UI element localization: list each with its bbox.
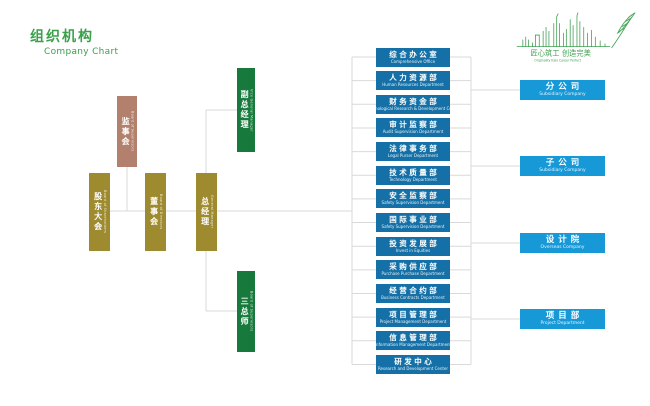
department-label-zh: 综合办公室 bbox=[389, 49, 440, 59]
department-label-zh: 财务资金部 bbox=[389, 96, 440, 106]
department-label-en: Purchase Purchase Department bbox=[381, 271, 445, 277]
org-node-label-zh: 监事会 bbox=[121, 116, 131, 147]
department-label-zh: 安全监察部 bbox=[389, 191, 440, 201]
department-label-zh: 审计监察部 bbox=[389, 120, 440, 130]
org-node-label-zh: 董事会 bbox=[149, 197, 159, 227]
department-label-en: Safety Supervision Department bbox=[381, 224, 445, 229]
department-label-en: Business Contracts Department bbox=[381, 295, 445, 300]
org-node-label-en: Board of Shareholders bbox=[103, 190, 108, 234]
page-title: 组织机构 Company Chart bbox=[30, 26, 118, 57]
org-node-label-en: General Manager bbox=[210, 195, 215, 229]
org-node-label-zh: 股东大会 bbox=[93, 192, 103, 232]
department-label-zh: 技术质量部 bbox=[389, 167, 440, 177]
department-label-en: Legal Purser Department bbox=[387, 153, 439, 159]
department-label-en: Human Resources Department bbox=[382, 82, 444, 88]
org-node-label-en: Board of Directors bbox=[159, 194, 164, 230]
org-node-label-zh: 三总师 bbox=[240, 296, 250, 327]
org-node-label-zh: 总经理 bbox=[200, 197, 210, 227]
department-label-en: Information Management Department bbox=[374, 342, 452, 348]
unit-label-en: Subsidiary Company bbox=[539, 168, 586, 173]
page-title-en: Company Chart bbox=[44, 47, 119, 57]
department-label-en: Comprehensive Office bbox=[390, 58, 436, 64]
org-node-label-en: Board of Supervisors bbox=[130, 111, 135, 152]
department-label-zh: 国际事业部 bbox=[389, 215, 440, 224]
department-label-en: Project Management Department bbox=[379, 318, 447, 324]
department-label-en: Safety Supervision Department bbox=[381, 200, 445, 206]
department-label-zh: 项目管理部 bbox=[389, 309, 440, 319]
department-label-en: Audit Supervision Department bbox=[382, 129, 444, 135]
org-node-label-zh: 副总经理 bbox=[240, 90, 250, 130]
department-label-zh: 采购供应部 bbox=[389, 262, 440, 272]
unit-label-zh: 子公司 bbox=[545, 157, 584, 168]
org-node-label-en: Vice General Manager bbox=[249, 88, 254, 132]
department-label-zh: 法律事务部 bbox=[389, 144, 440, 154]
unit-label-en: Project Department bbox=[540, 321, 585, 326]
department-label-en: Technological Research & Development Cen… bbox=[366, 105, 460, 111]
unit-label-zh: 设计院 bbox=[545, 234, 584, 245]
logo-slogan-en: Originality Italy Career Perfect bbox=[534, 59, 581, 63]
org-node-label-en: Board of Supervisors bbox=[249, 291, 254, 332]
page-title-zh: 组织机构 bbox=[30, 29, 94, 45]
department-label-en: Technology Department bbox=[389, 176, 437, 182]
department-label-en: Research and Development Center bbox=[377, 365, 449, 371]
unit-label-zh: 分公司 bbox=[545, 81, 584, 92]
logo-slogan-zh: 匠心筑工 创造完美 bbox=[531, 48, 591, 57]
unit-label-en: Overseas Company bbox=[540, 245, 585, 250]
unit-label-zh: 项目部 bbox=[545, 310, 584, 321]
department-label-zh: 研发中心 bbox=[394, 356, 435, 366]
department-label-zh: 经营合约部 bbox=[389, 286, 440, 295]
skyline-logo-icon: 匠心筑工 创造完美 Originality Italy Career Perfe… bbox=[516, 12, 636, 63]
company-logo: 匠心筑工 创造完美 Originality Italy Career Perfe… bbox=[512, 8, 640, 66]
department-label-en: Invest in Equities bbox=[395, 247, 431, 253]
unit-label-en: Subsidiary Company bbox=[539, 92, 586, 97]
department-label-zh: 信息管理部 bbox=[389, 333, 440, 343]
department-label-zh: 投资发展部 bbox=[389, 238, 440, 248]
department-label-zh: 人力资源部 bbox=[389, 73, 440, 83]
